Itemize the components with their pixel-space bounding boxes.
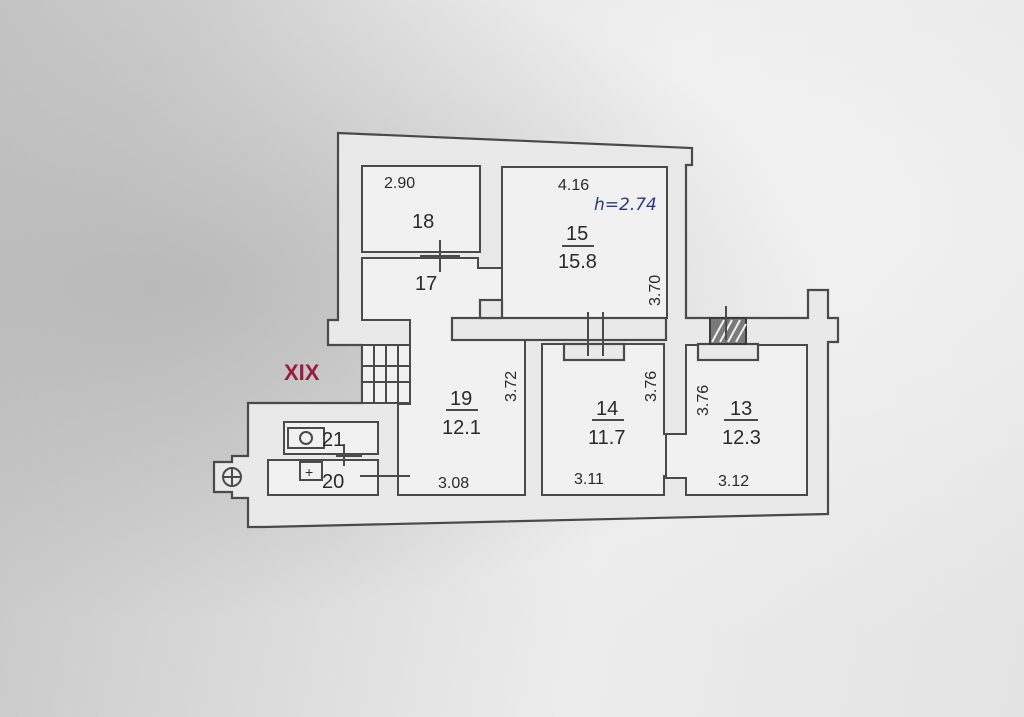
- room-13-number: 13: [730, 398, 752, 420]
- ceiling-height: h=2.74: [594, 195, 657, 215]
- room-19-number: 19: [450, 388, 472, 410]
- entrance-door-lines: [362, 345, 410, 403]
- room-13-depth: 3.76: [695, 385, 712, 416]
- room-15-width: 4.16: [558, 177, 589, 194]
- partition-15-19: [450, 316, 668, 342]
- room-19-width: 3.08: [438, 475, 469, 492]
- corridor-label: XIX: [284, 360, 320, 385]
- room-18-number: 18: [412, 211, 434, 233]
- door-stub-14: [562, 342, 626, 362]
- room-17-number: 17: [415, 273, 437, 295]
- room-14-width: 3.11: [574, 471, 604, 488]
- room-14-area: 11.7: [588, 427, 625, 449]
- room-14-depth: 3.76: [643, 371, 660, 402]
- door-marks: [336, 240, 727, 492]
- room-14-number: 14: [596, 398, 618, 420]
- room-15-area: 15.8: [558, 251, 597, 273]
- sink-icon: [299, 461, 323, 481]
- room-15-number: 15: [566, 223, 588, 245]
- bathtub-icon: [287, 427, 325, 449]
- pillar-15: [478, 298, 504, 320]
- room-13-width: 3.12: [718, 473, 749, 490]
- ventilation-hatch: [711, 319, 747, 343]
- ventilation-shaft: [709, 317, 747, 345]
- area-fraction-bars: [446, 245, 758, 421]
- room-21-number: 21: [322, 429, 344, 451]
- room-18-dimension: 2.90: [384, 175, 415, 192]
- room-19-area: 12.1: [442, 417, 481, 439]
- room-13-area: 12.3: [722, 427, 761, 449]
- room-18: [361, 165, 481, 253]
- sink-plus-icon: +: [305, 464, 313, 480]
- room-19-depth: 3.72: [503, 371, 520, 402]
- room-20-number: 20: [322, 471, 344, 493]
- door-stub-13: [696, 342, 760, 362]
- room-15-depth: 3.70: [647, 275, 664, 306]
- toilet-icon: [299, 431, 313, 445]
